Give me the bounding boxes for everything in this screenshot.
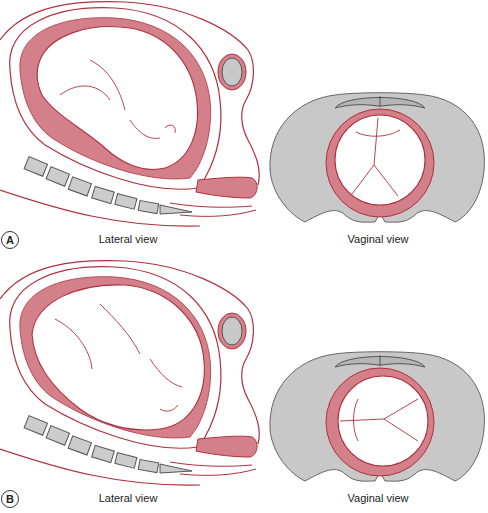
perineum-line — [180, 210, 256, 216]
coccyx — [160, 464, 192, 473]
pubic-symphysis — [222, 58, 242, 86]
fetal-head — [338, 376, 428, 466]
perineum-line — [170, 203, 252, 207]
fetal-limbs — [55, 304, 182, 411]
view-caption: Lateral view — [99, 492, 158, 505]
vaginal-view-a — [270, 93, 485, 222]
limb-line — [130, 120, 160, 138]
uterine-cavity — [20, 18, 211, 179]
lateral-view-a — [0, 2, 259, 227]
limb-line — [100, 304, 140, 354]
vagina — [196, 436, 257, 457]
vertebra — [68, 436, 91, 455]
fetal-head — [335, 115, 425, 205]
sutures — [340, 399, 418, 441]
face-line — [160, 405, 178, 411]
vaginal-ring — [326, 368, 434, 476]
pubic-ring — [218, 54, 246, 90]
ear-line — [165, 125, 175, 133]
view-caption: Vaginal view — [348, 492, 409, 505]
vertebra — [46, 426, 69, 446]
symphysis-line — [380, 355, 381, 366]
pelvis — [270, 93, 485, 222]
vaginal-view-b — [270, 352, 485, 481]
suture-line — [340, 399, 418, 421]
uterus-wall — [10, 8, 221, 189]
vertebra — [24, 416, 47, 436]
perineum-line — [170, 462, 252, 466]
pelvis — [270, 352, 485, 481]
uterus-wall — [10, 267, 221, 448]
lateral-view-b — [0, 261, 259, 486]
view-caption: Lateral view — [99, 233, 158, 246]
uterine-cavity — [20, 277, 211, 438]
vertebra — [46, 167, 69, 187]
vertebra — [68, 177, 91, 196]
suture-line — [356, 130, 400, 136]
vertebra — [24, 157, 47, 177]
vertebra — [115, 453, 137, 469]
limb-line — [150, 359, 182, 387]
vaginal-ring — [326, 109, 434, 217]
vertebra — [138, 460, 158, 473]
fetus — [32, 285, 204, 430]
vertebra — [115, 194, 137, 210]
panel-letter: B — [6, 494, 14, 505]
vertebra — [92, 186, 115, 203]
panel-letter-circle: B — [1, 490, 19, 508]
suture-line — [354, 399, 359, 441]
pubic-symphysis — [222, 317, 242, 345]
limb-line — [55, 319, 92, 369]
limb-line — [60, 86, 110, 100]
fetus — [37, 27, 197, 170]
coccyx — [160, 205, 192, 214]
limb-line — [90, 60, 125, 110]
spine — [24, 416, 192, 473]
suture-line — [384, 419, 418, 441]
view-caption: Vaginal view — [348, 233, 409, 246]
panel-letter-circle: A — [1, 231, 19, 249]
vagina — [196, 177, 257, 198]
vertebra — [138, 201, 158, 214]
vertebra — [92, 445, 115, 462]
sutures — [352, 118, 400, 196]
suture-line — [352, 118, 378, 194]
spine — [24, 157, 192, 214]
panel-letter: A — [6, 235, 14, 246]
pubic-ring — [218, 313, 246, 349]
perineum-line — [180, 469, 256, 475]
symphysis-line — [380, 96, 381, 107]
suture-line — [374, 165, 398, 196]
fetal-limbs — [60, 60, 175, 138]
